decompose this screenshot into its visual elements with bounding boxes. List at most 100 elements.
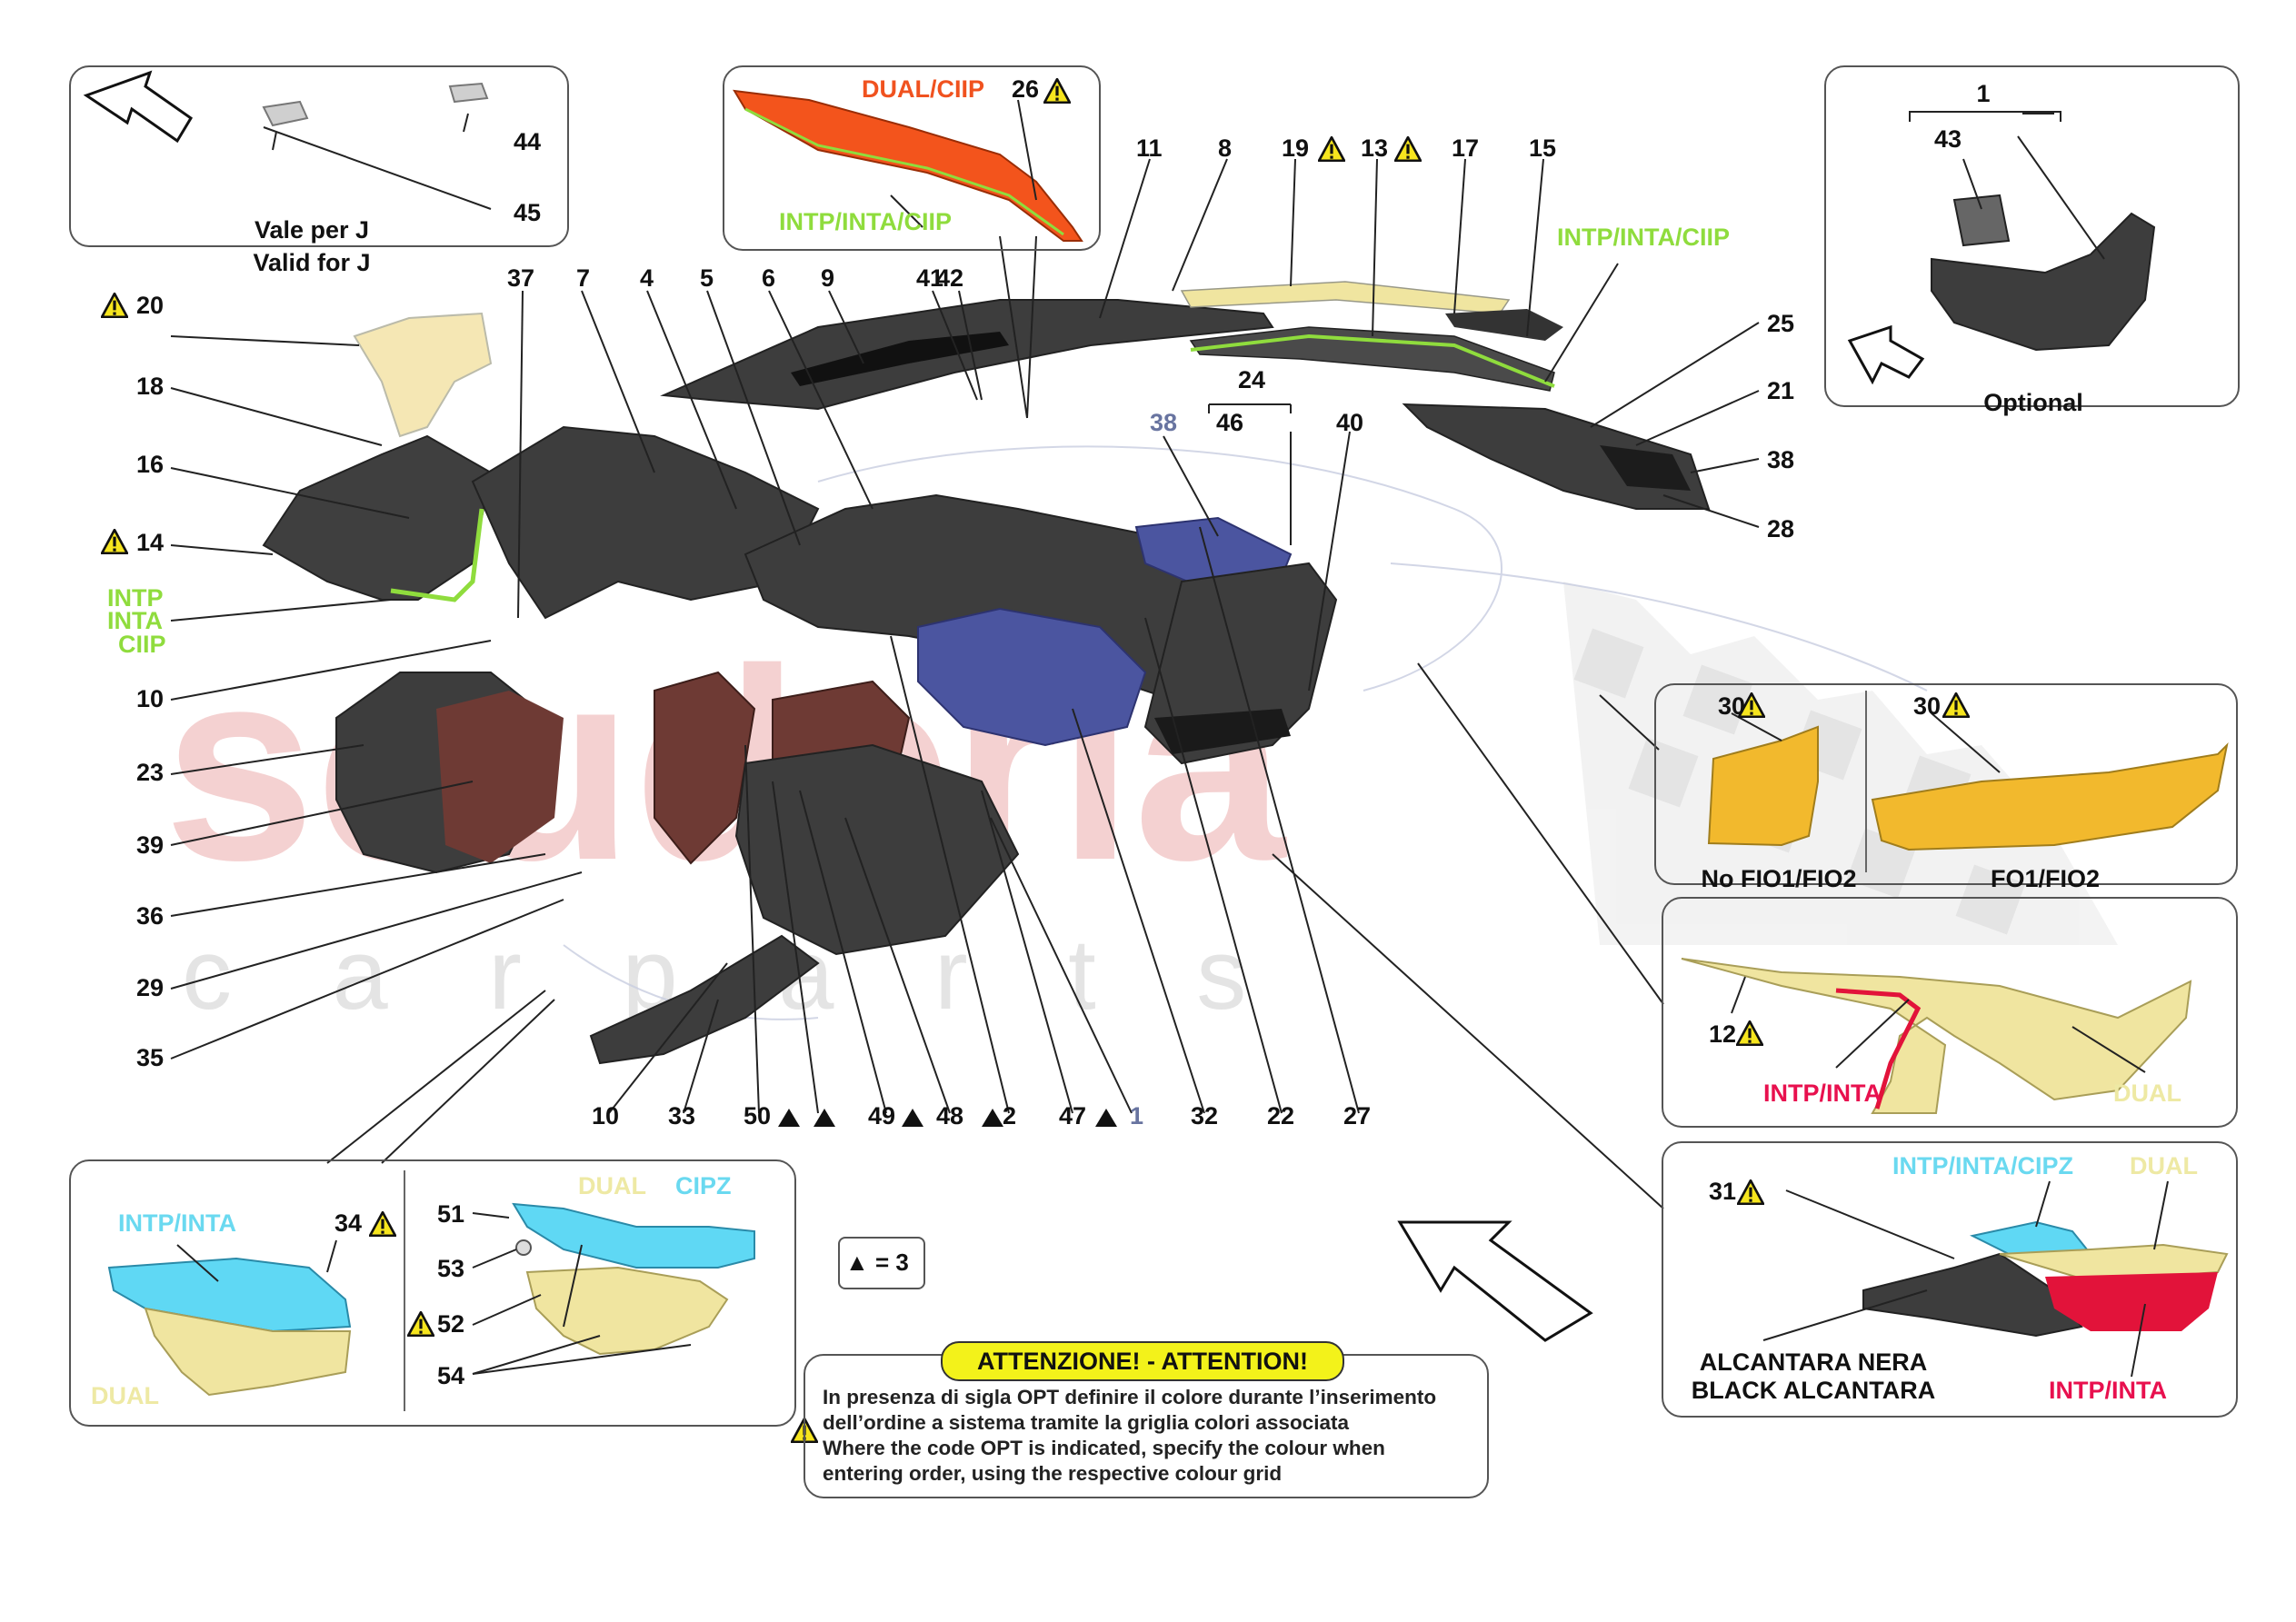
callout-54: 54	[437, 1362, 465, 1389]
valid-j-label-1: Vale per J	[254, 216, 370, 244]
part-13-edge	[1190, 333, 1555, 388]
panel-optional	[1824, 65, 2240, 407]
no-fio-label: No FIO1/FIO2	[1701, 865, 1857, 892]
part-29-36-brown	[654, 671, 756, 865]
panel-fio	[1654, 683, 2238, 885]
callout-29: 29	[136, 974, 165, 1001]
panel-12	[1662, 897, 2238, 1128]
panel-31-pink-label: INTP/INTA	[2049, 1377, 2167, 1404]
attention-line-2: dell’ordine a sistema tramite la griglia…	[823, 1411, 1349, 1434]
part-blue-32	[917, 607, 1147, 747]
panel-dual-ciip-edge	[744, 107, 1064, 236]
callout-13: 13	[1361, 134, 1389, 162]
callout-1-slate: 1	[1130, 1102, 1144, 1129]
alcantara-nera-label: ALCANTARA NERA	[1699, 1348, 1928, 1376]
callout-30-right: 30	[1913, 692, 1942, 720]
triangle-marker-icon	[778, 1109, 1117, 1127]
callout-30-left: 30	[1718, 692, 1746, 720]
callout-31: 31	[1709, 1178, 1737, 1205]
part-dash-top	[660, 299, 1274, 411]
callout-20: 20	[136, 292, 165, 319]
callout-9: 9	[821, 264, 835, 292]
intp-inta-ciip-label-main: INTP/INTA/CIIP	[1557, 224, 1731, 251]
part-33-lower	[589, 934, 820, 1065]
panel-fio-divider	[1865, 691, 1867, 872]
direction-arrow-icon	[1397, 1220, 1593, 1342]
intp-stack-2: INTA	[107, 607, 163, 634]
callout-28: 28	[1767, 515, 1795, 542]
callout-40: 40	[1336, 409, 1364, 436]
part-52-yellow	[525, 1266, 729, 1356]
callout-43: 43	[1934, 125, 1962, 153]
panel-34-51	[69, 1159, 796, 1427]
panel-31-cyan-label: INTP/INTA/CIPZ	[1892, 1152, 2073, 1179]
callout-21: 21	[1767, 377, 1795, 404]
fio-label: FO1/FIO2	[1990, 865, 2101, 892]
part-30-right	[1871, 741, 2229, 851]
panel-dual-ciip	[723, 65, 1101, 251]
panel-34-yellow-label: DUAL	[91, 1382, 159, 1409]
panel-51-cyan-label: CIPZ	[675, 1172, 732, 1199]
part-12-red-edge	[1835, 988, 1922, 1110]
part-19-strip	[1180, 281, 1511, 314]
part-53-clip	[515, 1239, 532, 1256]
part-40-vent	[1154, 709, 1291, 754]
part-12-trim	[1681, 958, 2192, 1114]
callout-7: 7	[576, 264, 591, 292]
callout-51: 51	[437, 1200, 465, 1228]
callout-41: 41	[916, 264, 944, 292]
panel-51-yellow-label: DUAL	[578, 1172, 646, 1199]
part-14-edge	[390, 508, 484, 602]
part-31-black	[1862, 1252, 2083, 1338]
callout-36: 36	[136, 902, 165, 930]
direction-arrow-icon	[83, 70, 194, 144]
callout-52: 52	[437, 1310, 465, 1338]
part-30-left	[1707, 725, 1819, 847]
panel-valid-j-drawing	[83, 70, 489, 144]
group-1: 1	[1976, 80, 1991, 107]
part-39-brown	[436, 691, 564, 863]
panel-34-cyan-label: INTP/INTA	[118, 1209, 236, 1237]
black-alcantara-label: BLACK ALCANTARA	[1691, 1377, 1936, 1404]
callout-18: 18	[136, 373, 165, 400]
callout-4: 4	[640, 264, 654, 292]
intp-inta-ciip-label-top: INTP/INTA/CIIP	[779, 208, 953, 235]
panel-valid-j	[69, 65, 569, 247]
part-40-console	[1143, 562, 1338, 765]
callout-32: 32	[1191, 1102, 1219, 1129]
callout-34: 34	[334, 1209, 363, 1237]
intp-stack-1: INTP	[107, 584, 164, 612]
callout-50: 50	[744, 1102, 772, 1129]
callout-44: 44	[514, 128, 542, 155]
callout-47: 47	[1059, 1102, 1087, 1129]
panel-12-yellow-label: DUAL	[2113, 1080, 2181, 1107]
attention-title: ATTENZIONE! - ATTENTION!	[941, 1341, 1344, 1381]
optional-label: Optional	[1983, 389, 2083, 416]
part-34-cyan	[107, 1257, 352, 1333]
part-vent-21	[1600, 445, 1691, 491]
intp-stack-3: CIIP	[118, 631, 166, 658]
part-48-2-frame	[734, 743, 1020, 956]
panel-12-pink-label: INTP/INTA	[1763, 1080, 1882, 1107]
group-24: 24	[1237, 366, 1266, 393]
callout-14: 14	[136, 529, 165, 556]
callout-48: 48	[936, 1102, 964, 1129]
callout-45: 45	[514, 199, 542, 226]
callout-46: 46	[1216, 409, 1244, 436]
dual-ciip-label: DUAL/CIIP	[862, 75, 984, 103]
group-1-bracket	[1909, 111, 2061, 122]
callout-38: 38	[1767, 446, 1795, 473]
callout-12: 12	[1709, 1020, 1737, 1048]
callout-42b: 42	[936, 264, 964, 292]
part-18-16-vent	[262, 434, 493, 601]
legend-box	[838, 1237, 925, 1289]
part-31-red	[2045, 1272, 2218, 1331]
callout-33: 33	[668, 1102, 696, 1129]
callout-8: 8	[1218, 134, 1233, 162]
callout-38-slate: 38	[1150, 409, 1178, 436]
callout-26: 26	[1012, 75, 1040, 103]
callout-2: 2	[1003, 1102, 1017, 1129]
attention-line-3: Where the code OPT is indicated, specify…	[823, 1437, 1385, 1459]
